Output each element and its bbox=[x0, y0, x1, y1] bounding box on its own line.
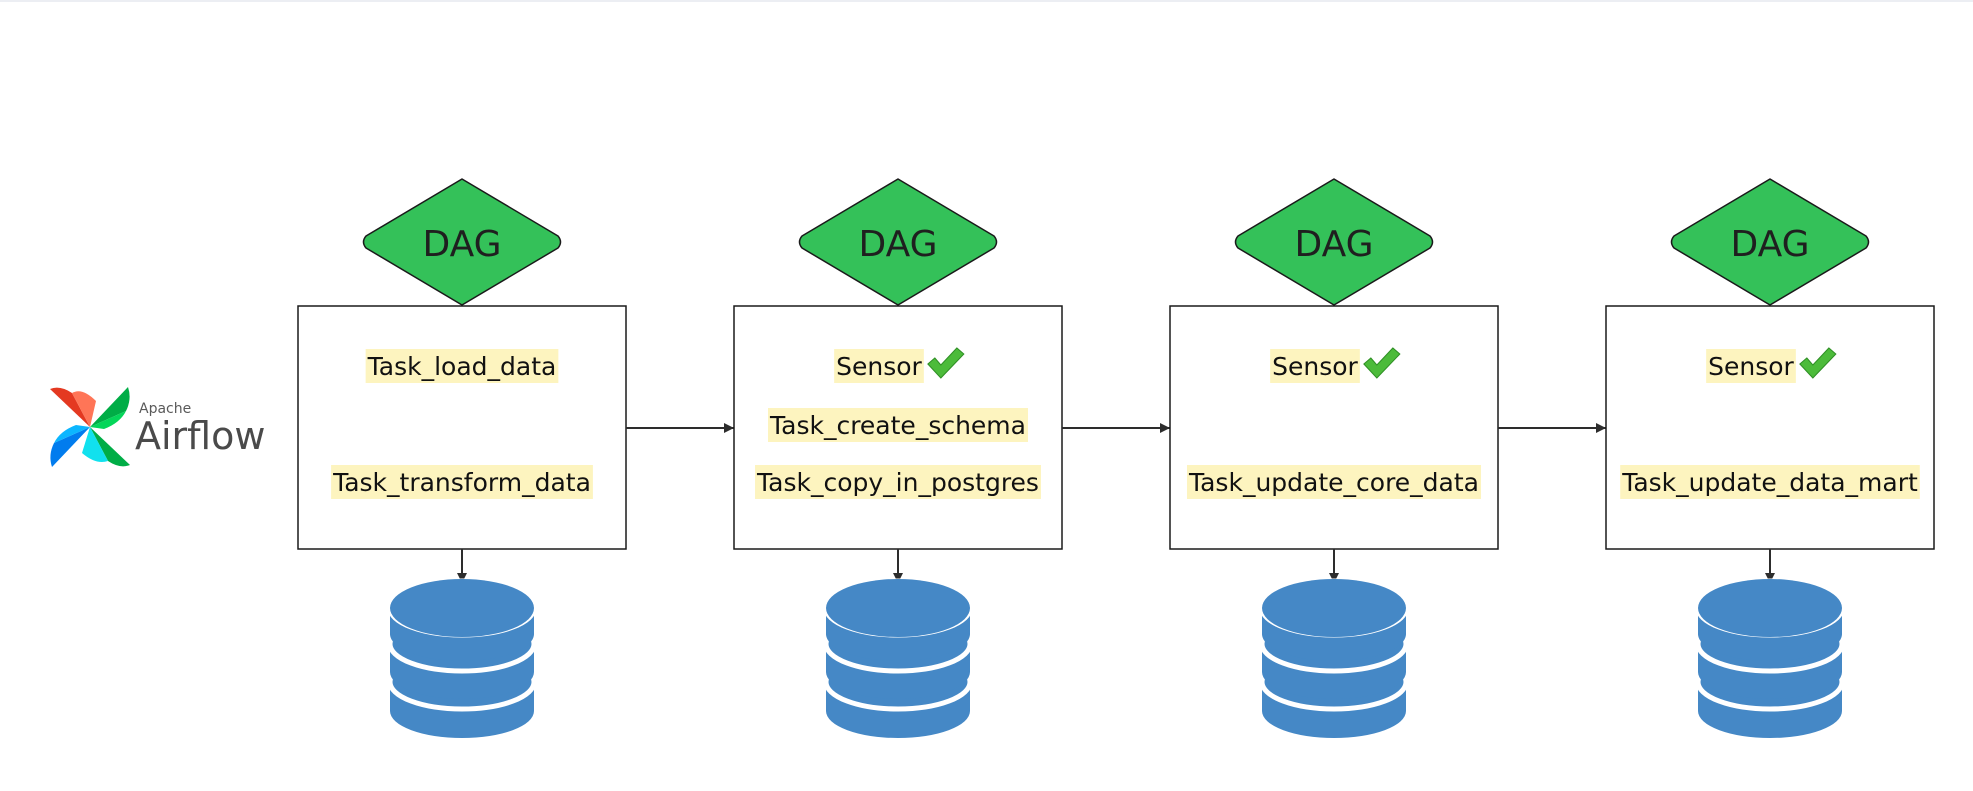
dag-diamond: DAG bbox=[798, 178, 998, 306]
task-highlight bbox=[1186, 465, 1482, 499]
dag-diamond-shape bbox=[1234, 178, 1434, 306]
database-top bbox=[1262, 579, 1406, 637]
task-item: Task_copy_in_postgres bbox=[755, 465, 1041, 499]
checkmark-icon bbox=[927, 347, 965, 379]
task-item: Task_transform_data bbox=[331, 465, 593, 499]
task-label: Sensor bbox=[1272, 352, 1358, 381]
checkmark-icon bbox=[1363, 347, 1401, 379]
dag-diamond-shape bbox=[1670, 178, 1870, 306]
dag-label: DAG bbox=[423, 224, 502, 265]
task-item: Task_update_core_data bbox=[1186, 465, 1482, 499]
task-label: Task_transform_data bbox=[332, 468, 591, 497]
sensor-item: Sensor bbox=[834, 347, 965, 383]
task-item: Task_update_data_mart bbox=[1620, 465, 1920, 499]
database-icon bbox=[387, 578, 537, 738]
dag-stage: DAG SensorTask_create_schemaTask_copy_in_… bbox=[733, 178, 1063, 738]
sensor-item: Sensor bbox=[1270, 347, 1401, 383]
database-icon bbox=[1259, 578, 1409, 738]
airflow-logo: Apache Airflow bbox=[50, 387, 265, 467]
task-label: Task_update_data_mart bbox=[1621, 468, 1918, 497]
task-box bbox=[297, 305, 627, 550]
dag-diamond-shape bbox=[798, 178, 998, 306]
dag-label: DAG bbox=[1295, 224, 1374, 265]
database-icon bbox=[1695, 578, 1845, 738]
task-item: Task_load_data bbox=[365, 349, 559, 383]
checkmark-icon bbox=[1799, 347, 1837, 379]
dag-diamond: DAG bbox=[362, 178, 562, 306]
sensor-item: Sensor bbox=[1706, 347, 1837, 383]
task-highlight bbox=[768, 408, 1028, 442]
database-icon bbox=[823, 578, 973, 738]
database-band bbox=[1262, 608, 1406, 661]
dag-label: DAG bbox=[1731, 224, 1810, 265]
brand-name-text: Airflow bbox=[135, 414, 265, 458]
database-band bbox=[390, 608, 534, 661]
task-highlight bbox=[755, 465, 1041, 499]
task-highlight bbox=[1270, 349, 1360, 383]
dag-diamond: DAG bbox=[1670, 178, 1870, 306]
task-highlight bbox=[331, 465, 593, 499]
task-label: Task_load_data bbox=[367, 352, 557, 381]
task-box bbox=[1169, 305, 1499, 550]
task-highlight bbox=[365, 349, 559, 383]
top-divider bbox=[0, 0, 1973, 2]
task-label: Sensor bbox=[1708, 352, 1794, 381]
database-top bbox=[1698, 579, 1842, 637]
task-item: Task_create_schema bbox=[768, 408, 1028, 442]
task-highlight bbox=[834, 349, 924, 383]
task-highlight bbox=[1620, 465, 1920, 499]
task-label: Sensor bbox=[836, 352, 922, 381]
task-highlight bbox=[1706, 349, 1796, 383]
database-band bbox=[1698, 608, 1842, 661]
dag-label: DAG bbox=[859, 224, 938, 265]
database-top bbox=[826, 579, 970, 637]
airflow-pinwheel-icon bbox=[50, 387, 130, 467]
task-label: Task_update_core_data bbox=[1188, 468, 1479, 497]
task-label: Task_create_schema bbox=[769, 411, 1026, 440]
database-top bbox=[390, 579, 534, 637]
brand-apache-text: Apache bbox=[139, 401, 191, 417]
dag-diamond-shape bbox=[362, 178, 562, 306]
task-label: Task_copy_in_postgres bbox=[756, 468, 1039, 497]
database-band bbox=[826, 608, 970, 661]
dag-diamond: DAG bbox=[1234, 178, 1434, 306]
task-box bbox=[1605, 305, 1935, 550]
